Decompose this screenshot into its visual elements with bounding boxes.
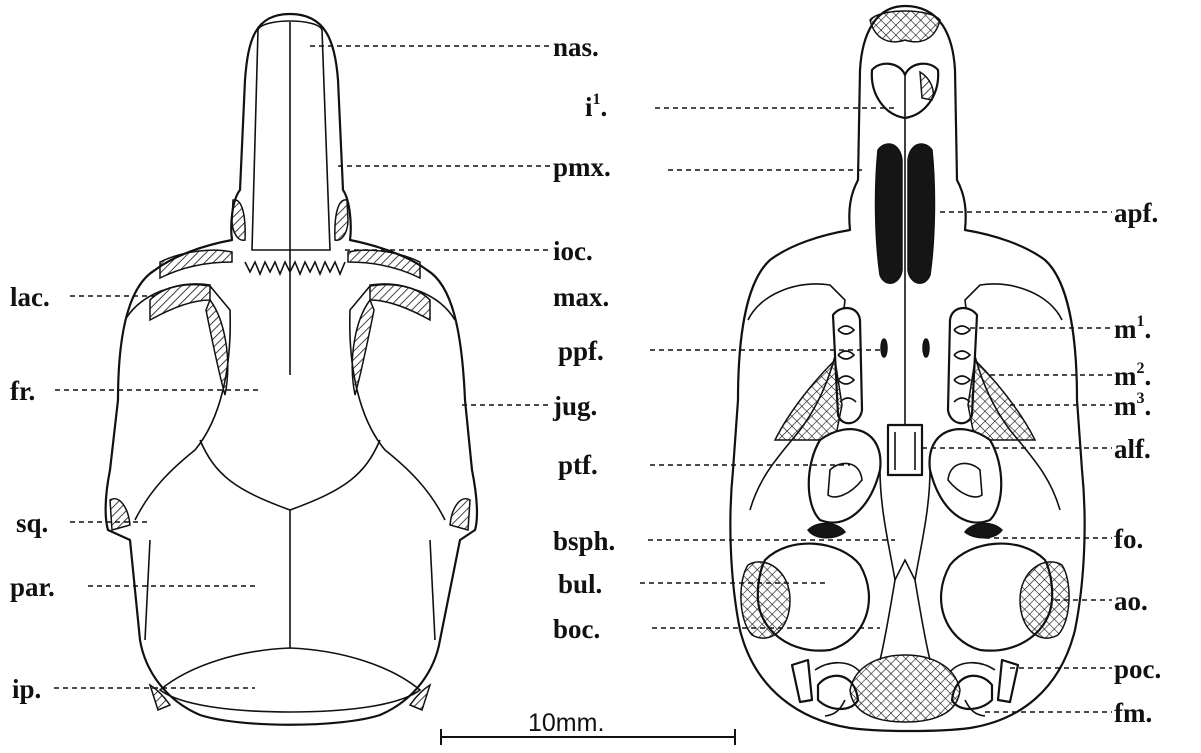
label-poc: poc. (1114, 654, 1161, 684)
label-fr: fr. (10, 376, 35, 406)
label-sq: sq. (16, 508, 48, 538)
scale-bar-label: 10mm. (528, 709, 604, 737)
label-alf: alf. (1114, 434, 1151, 464)
label-par: par. (10, 572, 55, 602)
label-max: max. (553, 282, 609, 312)
label-m1: m1. (1114, 313, 1151, 344)
label-bsph: bsph. (553, 526, 615, 556)
label-fm: fm. (1114, 698, 1152, 728)
label-ptf: ptf. (558, 450, 598, 480)
label-m2: m2. (1114, 360, 1151, 391)
label-apf: apf. (1114, 198, 1158, 228)
incisor-tips (870, 11, 940, 42)
scale-bar: 10mm. (441, 709, 735, 745)
label-ip: ip. (12, 674, 41, 704)
label-ioc: ioc. (553, 236, 593, 266)
label-pmx: pmx. (553, 152, 611, 182)
label-ppf: ppf. (558, 336, 604, 366)
label-bul: bul. (558, 569, 602, 599)
label-boc: boc. (553, 614, 600, 644)
ventral-skull (730, 6, 1084, 731)
dorsal-outline (106, 14, 477, 725)
label-i1: i1. (585, 91, 607, 122)
foramen-magnum (850, 655, 960, 722)
label-lac: lac. (10, 282, 50, 312)
label-nas: nas. (553, 32, 599, 62)
label-ao: ao. (1114, 586, 1148, 616)
anterior-palatine-foramen (876, 144, 902, 283)
label-m3: m3. (1114, 390, 1151, 421)
dorsal-skull (106, 14, 477, 725)
label-fo: fo. (1114, 524, 1143, 554)
label-jug: jug. (552, 391, 597, 421)
